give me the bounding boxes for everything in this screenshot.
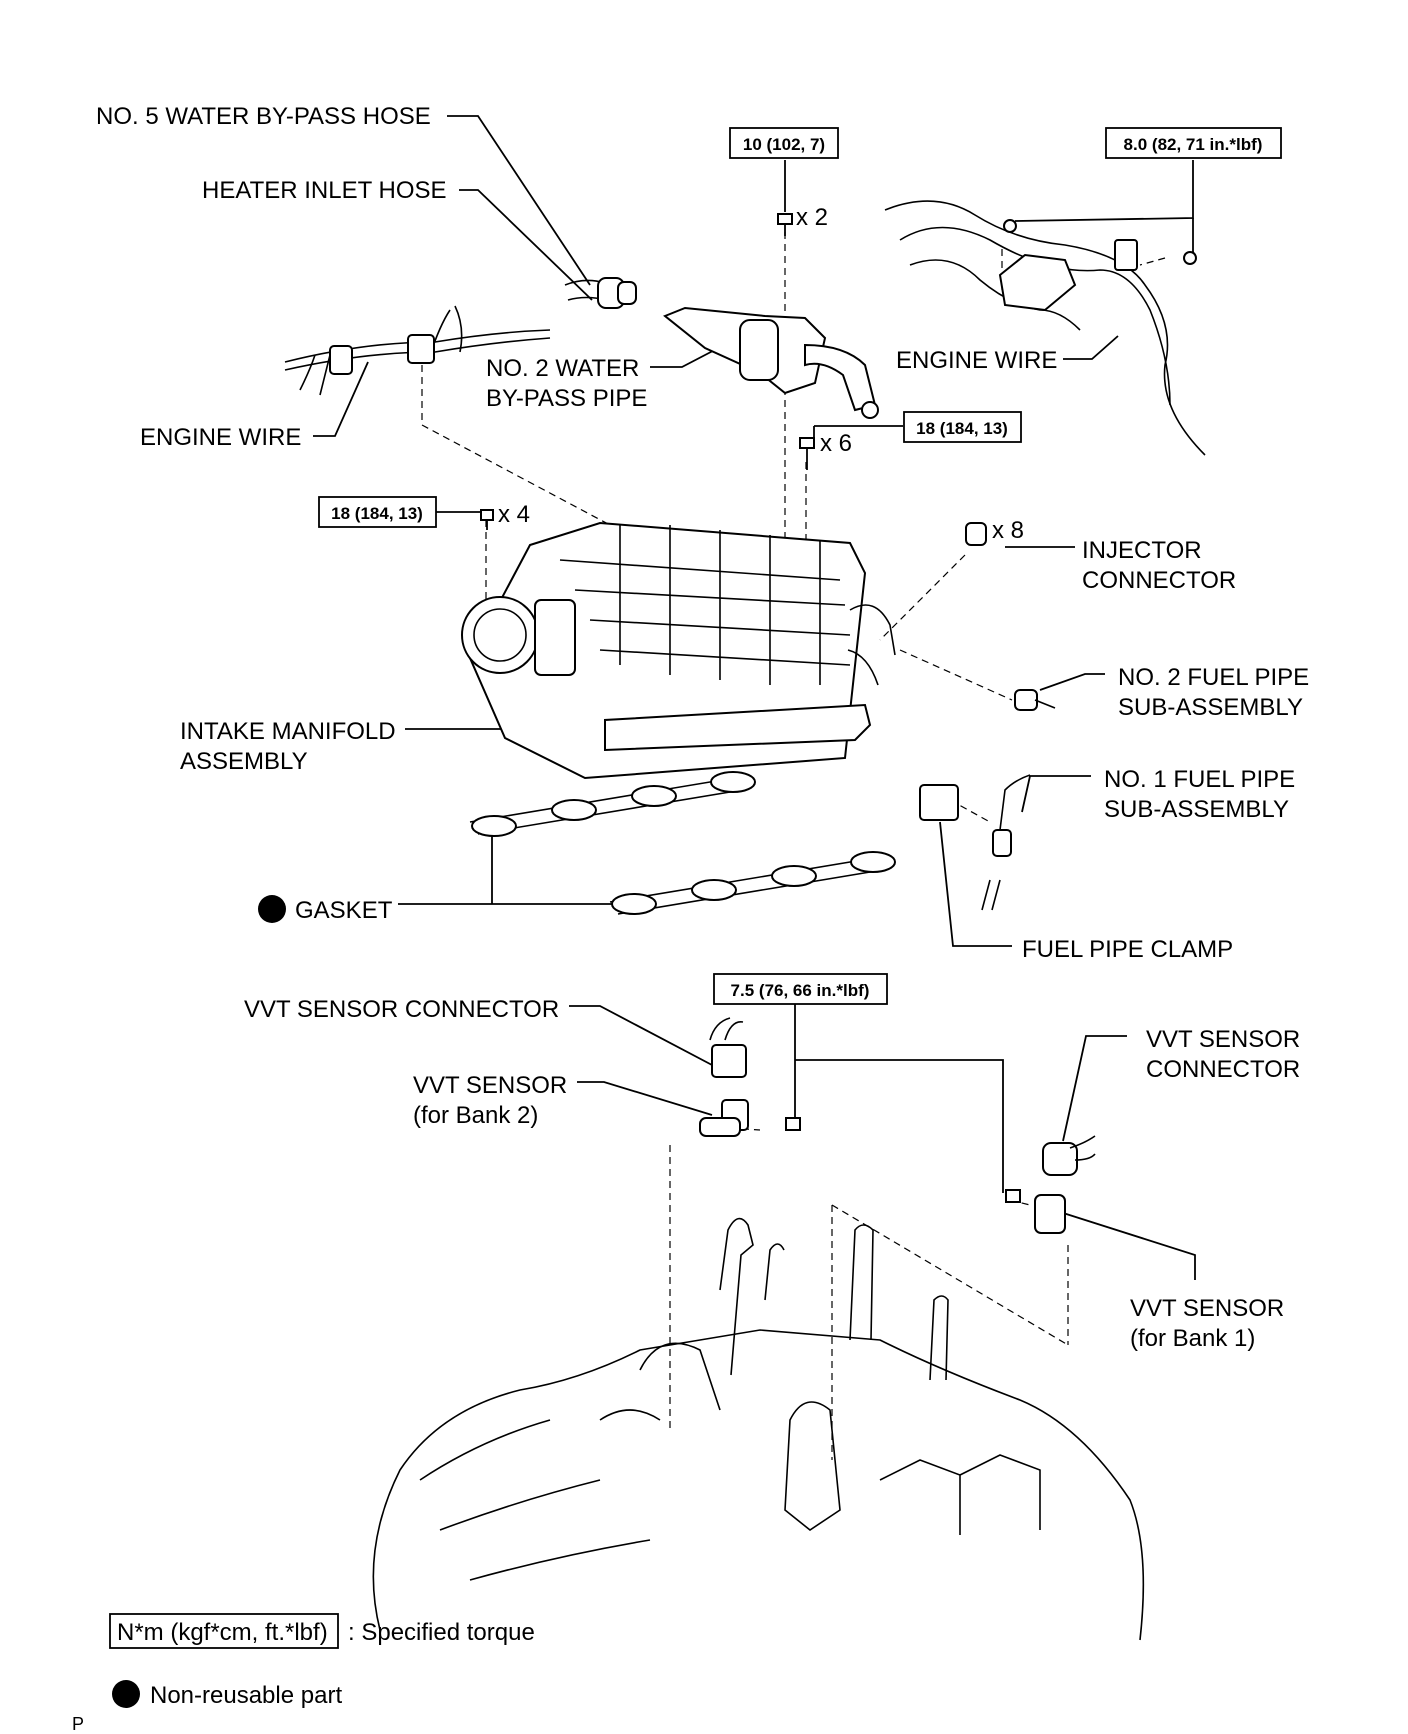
label-fuel-pipe-no2-line2: SUB-ASSEMBLY [1118,694,1303,721]
svg-text:18 (184, 13): 18 (184, 13) [916,419,1008,438]
legend-torque-text: : Specified torque [348,1619,535,1646]
legend: N*m (kgf*cm, ft.*lbf) : Specified torque… [109,1613,535,1709]
qty-pipe-bolts: x 2 [796,204,828,231]
label-vvt-sensor-bank2-line1: VVT SENSOR [413,1072,567,1099]
engine-wire-left-drawing [284,305,551,396]
label-intake-manifold-line1: INTAKE MANIFOLD [180,718,396,745]
legend-nonreusable-text: Non-reusable part [150,1682,342,1709]
qty-injector: x 8 [992,517,1024,544]
label-fuel-pipe-no1-line1: NO. 1 FUEL PIPE [1104,766,1295,793]
intake-manifold-drawing [461,521,896,780]
label-gasket: GASKET [295,897,393,924]
engine-block-drawing [372,1217,1145,1641]
label-vvt-sensor-bank2-line2: (for Bank 2) [413,1102,538,1129]
label-fuel-pipe-no2-line1: NO. 2 FUEL PIPE [1118,664,1309,691]
qty-manifold-right: x 6 [820,430,852,457]
label-vvt-sensor-bank1-line2: (for Bank 1) [1130,1325,1255,1352]
label-fuel-pipe-clamp: FUEL PIPE CLAMP [1022,936,1233,963]
gasket-drawing [469,771,896,915]
label-heater-inlet-hose: HEATER INLET HOSE [202,177,447,204]
label-vvt-connector-right-line1: VVT SENSOR [1146,1026,1300,1053]
legend-torque-box-text: N*m (kgf*cm, ft.*lbf) [117,1619,328,1646]
legend-nonreusable-mark [112,1680,140,1708]
label-water-bypass-pipe-line1: NO. 2 WATER [486,355,639,382]
svg-text:18 (184, 13): 18 (184, 13) [331,504,423,523]
torque-box-vvt-bolts: 7.5 (76, 66 in.*lbf) [713,973,888,1005]
label-vvt-connector-right-line2: CONNECTOR [1146,1056,1300,1083]
page-mark: P [72,1714,84,1734]
label-water-bypass-pipe-line2: BY-PASS PIPE [486,385,647,412]
label-intake-manifold-line2: ASSEMBLY [180,748,308,775]
water-bypass-pipe-drawing [663,306,879,419]
vvt-sensor-drawing [699,1017,1096,1234]
torque-box-wire-bracket: 8.0 (82, 71 in.*lbf) [1105,127,1282,159]
label-injector-connector-line1: INJECTOR [1082,537,1202,564]
fuel-pipe-drawing [919,689,1056,911]
label-water-bypass-hose: NO. 5 WATER BY-PASS HOSE [96,103,431,130]
label-engine-wire-left: ENGINE WIRE [140,424,301,451]
svg-text:7.5 (76, 66 in.*lbf): 7.5 (76, 66 in.*lbf) [731,981,870,1000]
label-vvt-connector-left: VVT SENSOR CONNECTOR [244,996,559,1023]
nonreusable-mark-gasket [258,895,286,923]
legend-torque-box [109,1613,339,1649]
svg-text:8.0 (82, 71 in.*lbf): 8.0 (82, 71 in.*lbf) [1124,135,1263,154]
engine-wire-right-drawing [884,200,1206,456]
torque-box-manifold-left: 18 (184, 13) [318,496,437,528]
label-vvt-sensor-bank1-line1: VVT SENSOR [1130,1295,1284,1322]
svg-text:10 (102, 7): 10 (102, 7) [743,135,825,154]
torque-box-manifold-right: 18 (184, 13) [903,411,1022,443]
bolts-drawing [480,213,1021,1203]
dashed-alignment-lines [421,232,1166,1460]
torque-box-pipe-bolts: 10 (102, 7) [729,127,839,159]
label-engine-wire-right: ENGINE WIRE [896,347,1057,374]
qty-manifold-left: x 4 [498,501,530,528]
water-bypass-hose-drawing [564,277,637,309]
label-injector-connector-line2: CONNECTOR [1082,567,1236,594]
label-fuel-pipe-no1-line2: SUB-ASSEMBLY [1104,796,1289,823]
